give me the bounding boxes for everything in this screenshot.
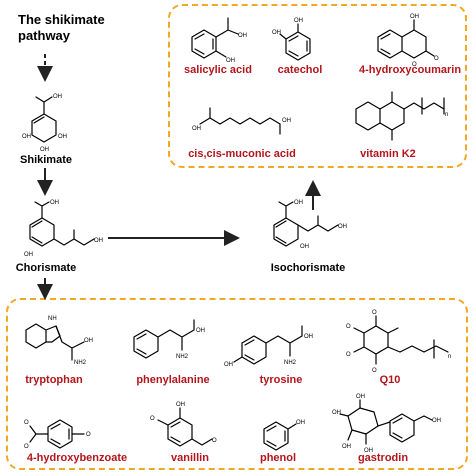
- svg-text:O: O: [86, 432, 91, 438]
- svg-text:O: O: [372, 368, 377, 374]
- muconic-acid-structure: OH OH: [192, 107, 291, 135]
- hydroxybenzoate-structure: O O O: [24, 419, 91, 450]
- svg-text:OH: OH: [40, 147, 49, 153]
- svg-text:O: O: [346, 352, 351, 358]
- svg-text:NH2: NH2: [74, 360, 87, 366]
- hydroxycoumarin-label: 4-hydroxycoumarin: [358, 64, 462, 76]
- svg-text:OH: OH: [294, 18, 303, 24]
- svg-text:O: O: [150, 416, 155, 422]
- svg-text:OH: OH: [294, 200, 303, 206]
- svg-text:OH: OH: [224, 362, 233, 368]
- vitamin-k2-label: vitamin K2: [360, 148, 416, 160]
- svg-text:OH: OH: [300, 244, 309, 250]
- title-line-2: pathway: [18, 28, 71, 43]
- salicylic-acid-structure: OH OH: [191, 17, 247, 64]
- svg-text:NH2: NH2: [284, 360, 297, 366]
- svg-text:O: O: [346, 324, 351, 330]
- salicylic-acid-label: salicylic acid: [184, 64, 252, 76]
- svg-text:OH: OH: [196, 328, 205, 334]
- shikimate-structure: OH OH OH OH: [22, 94, 67, 153]
- catechol-label: catechol: [277, 64, 323, 76]
- hydroxybenzoate-label: 4-hydroxybenzoate: [26, 452, 128, 464]
- svg-text:OH: OH: [238, 33, 247, 39]
- gastrodin-label: gastrodin: [357, 452, 409, 464]
- svg-text:OH: OH: [304, 334, 313, 340]
- svg-text:O: O: [212, 438, 217, 444]
- tryptophan-label: tryptophan: [25, 374, 83, 386]
- svg-text:n: n: [445, 112, 448, 118]
- phenol-label: phenol: [259, 452, 297, 464]
- svg-text:OH: OH: [432, 418, 441, 424]
- chorismate-label: Chorismate: [15, 262, 77, 274]
- bottom-products-box: [6, 298, 468, 470]
- tyrosine-label: tyrosine: [259, 374, 303, 386]
- svg-text:OH: OH: [364, 448, 373, 454]
- catechol-structure: OH OH: [272, 18, 311, 61]
- svg-text:OH: OH: [410, 14, 419, 20]
- svg-text:OH: OH: [22, 134, 31, 140]
- svg-text:OH: OH: [338, 224, 347, 230]
- q10-structure: O O O O n: [346, 310, 451, 374]
- svg-text:OH: OH: [296, 420, 305, 426]
- svg-text:OH: OH: [94, 238, 103, 244]
- muconic-acid-label: cis,cis-muconic acid: [188, 148, 296, 160]
- vanillin-label: vanillin: [171, 452, 209, 464]
- phenylalanine-label: phenylalanine: [136, 374, 210, 386]
- phenol-structure: OH: [263, 420, 305, 451]
- svg-text:OH: OH: [272, 30, 281, 36]
- tyrosine-structure: OH NH2 OH: [224, 325, 313, 368]
- isochorismate-structure: OH OH OH: [273, 200, 347, 250]
- svg-text:O: O: [24, 420, 29, 426]
- svg-text:O: O: [372, 310, 377, 316]
- tryptophan-structure: NH NH2 OH: [25, 316, 93, 366]
- svg-text:OH: OH: [356, 394, 365, 400]
- svg-text:n: n: [448, 354, 451, 360]
- chorismate-structure: OH OH OH: [24, 200, 103, 258]
- q10-label: Q10: [379, 374, 401, 386]
- isochorismate-label: Isochorismate: [270, 262, 346, 274]
- svg-text:O: O: [412, 62, 417, 68]
- svg-text:OH: OH: [342, 444, 351, 450]
- svg-text:OH: OH: [176, 402, 185, 408]
- hydroxycoumarin-structure: OH O O: [377, 14, 439, 68]
- vitamin-k2-structure: n: [355, 91, 448, 141]
- svg-text:O: O: [24, 444, 29, 450]
- svg-text:OH: OH: [84, 338, 93, 344]
- svg-text:OH: OH: [332, 410, 341, 416]
- shikimate-label: Shikimate: [20, 154, 72, 166]
- gastrodin-structure: OH OH OH OH OH: [332, 394, 441, 454]
- svg-text:OH: OH: [50, 200, 59, 206]
- svg-text:OH: OH: [24, 252, 33, 258]
- svg-text:OH: OH: [53, 94, 62, 100]
- svg-text:NH2: NH2: [176, 354, 189, 360]
- svg-text:O: O: [434, 56, 439, 62]
- svg-text:OH: OH: [226, 58, 235, 64]
- svg-text:NH: NH: [48, 316, 57, 322]
- svg-text:OH: OH: [282, 118, 291, 124]
- svg-text:OH: OH: [192, 126, 201, 132]
- top-products-box: [168, 4, 467, 168]
- title-line-1: The shikimate: [18, 12, 105, 27]
- vanillin-structure: OH O O: [150, 402, 217, 447]
- pathway-title: The shikimate pathway: [18, 12, 105, 44]
- phenylalanine-structure: NH2 OH: [133, 319, 205, 360]
- svg-text:OH: OH: [58, 134, 67, 140]
